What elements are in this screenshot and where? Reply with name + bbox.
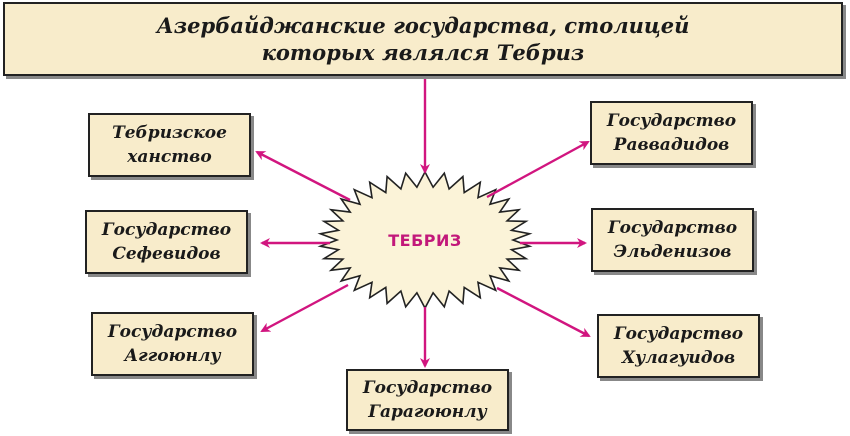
box-safavids-line-1: Государство [101, 220, 232, 240]
box-eldeniz: Государство Эльденизов [591, 208, 754, 272]
arrow-to-aggoyunlu [260, 283, 349, 333]
box-eldeniz-line-2: Эльденизов [613, 242, 732, 262]
box-tabriz-khanate-line-2: ханство [127, 147, 212, 167]
box-eldeniz-line-1: Государство [607, 218, 738, 238]
diagram-title: Азербайджанские государства, столицей ко… [3, 2, 843, 76]
arrow-to-hulaguids [496, 286, 591, 338]
box-tabriz-khanate-line-1: Тебризское [112, 123, 227, 143]
box-safavids-line-2: Сефевидов [112, 244, 221, 264]
box-garagoyunlu-line-1: Государство [362, 378, 493, 398]
box-hulaguids-line-1: Государство [613, 324, 744, 344]
arrow-to-ravvadids [486, 140, 590, 199]
tabriz-label: ТЕБРИЗ [388, 231, 462, 250]
title-line-1: Азербайджанские государства, столицей [156, 13, 690, 38]
box-aggoyunlu-line-2: Аггоюнлу [124, 346, 221, 366]
arrow-to-tabriz-khanate [255, 150, 351, 202]
box-ravvadids-line-1: Государство [606, 111, 737, 131]
box-garagoyunlu-line-2: Гарагоюнлу [368, 402, 487, 422]
box-garagoyunlu: Государство Гарагоюнлу [346, 369, 509, 431]
box-hulaguids-line-2: Хулагуидов [621, 348, 736, 368]
box-ravvadids-line-2: Раввадидов [613, 135, 730, 155]
box-aggoyunlu: Государство Аггоюнлу [91, 312, 254, 376]
title-line-2: которых являлся Тебриз [261, 40, 585, 65]
box-tabriz-khanate: Тебризское ханство [88, 113, 251, 177]
box-safavids: Государство Сефевидов [85, 210, 248, 274]
box-ravvadids: Государство Раввадидов [590, 101, 753, 165]
box-aggoyunlu-line-1: Государство [107, 322, 238, 342]
box-hulaguids: Государство Хулагуидов [597, 314, 760, 378]
